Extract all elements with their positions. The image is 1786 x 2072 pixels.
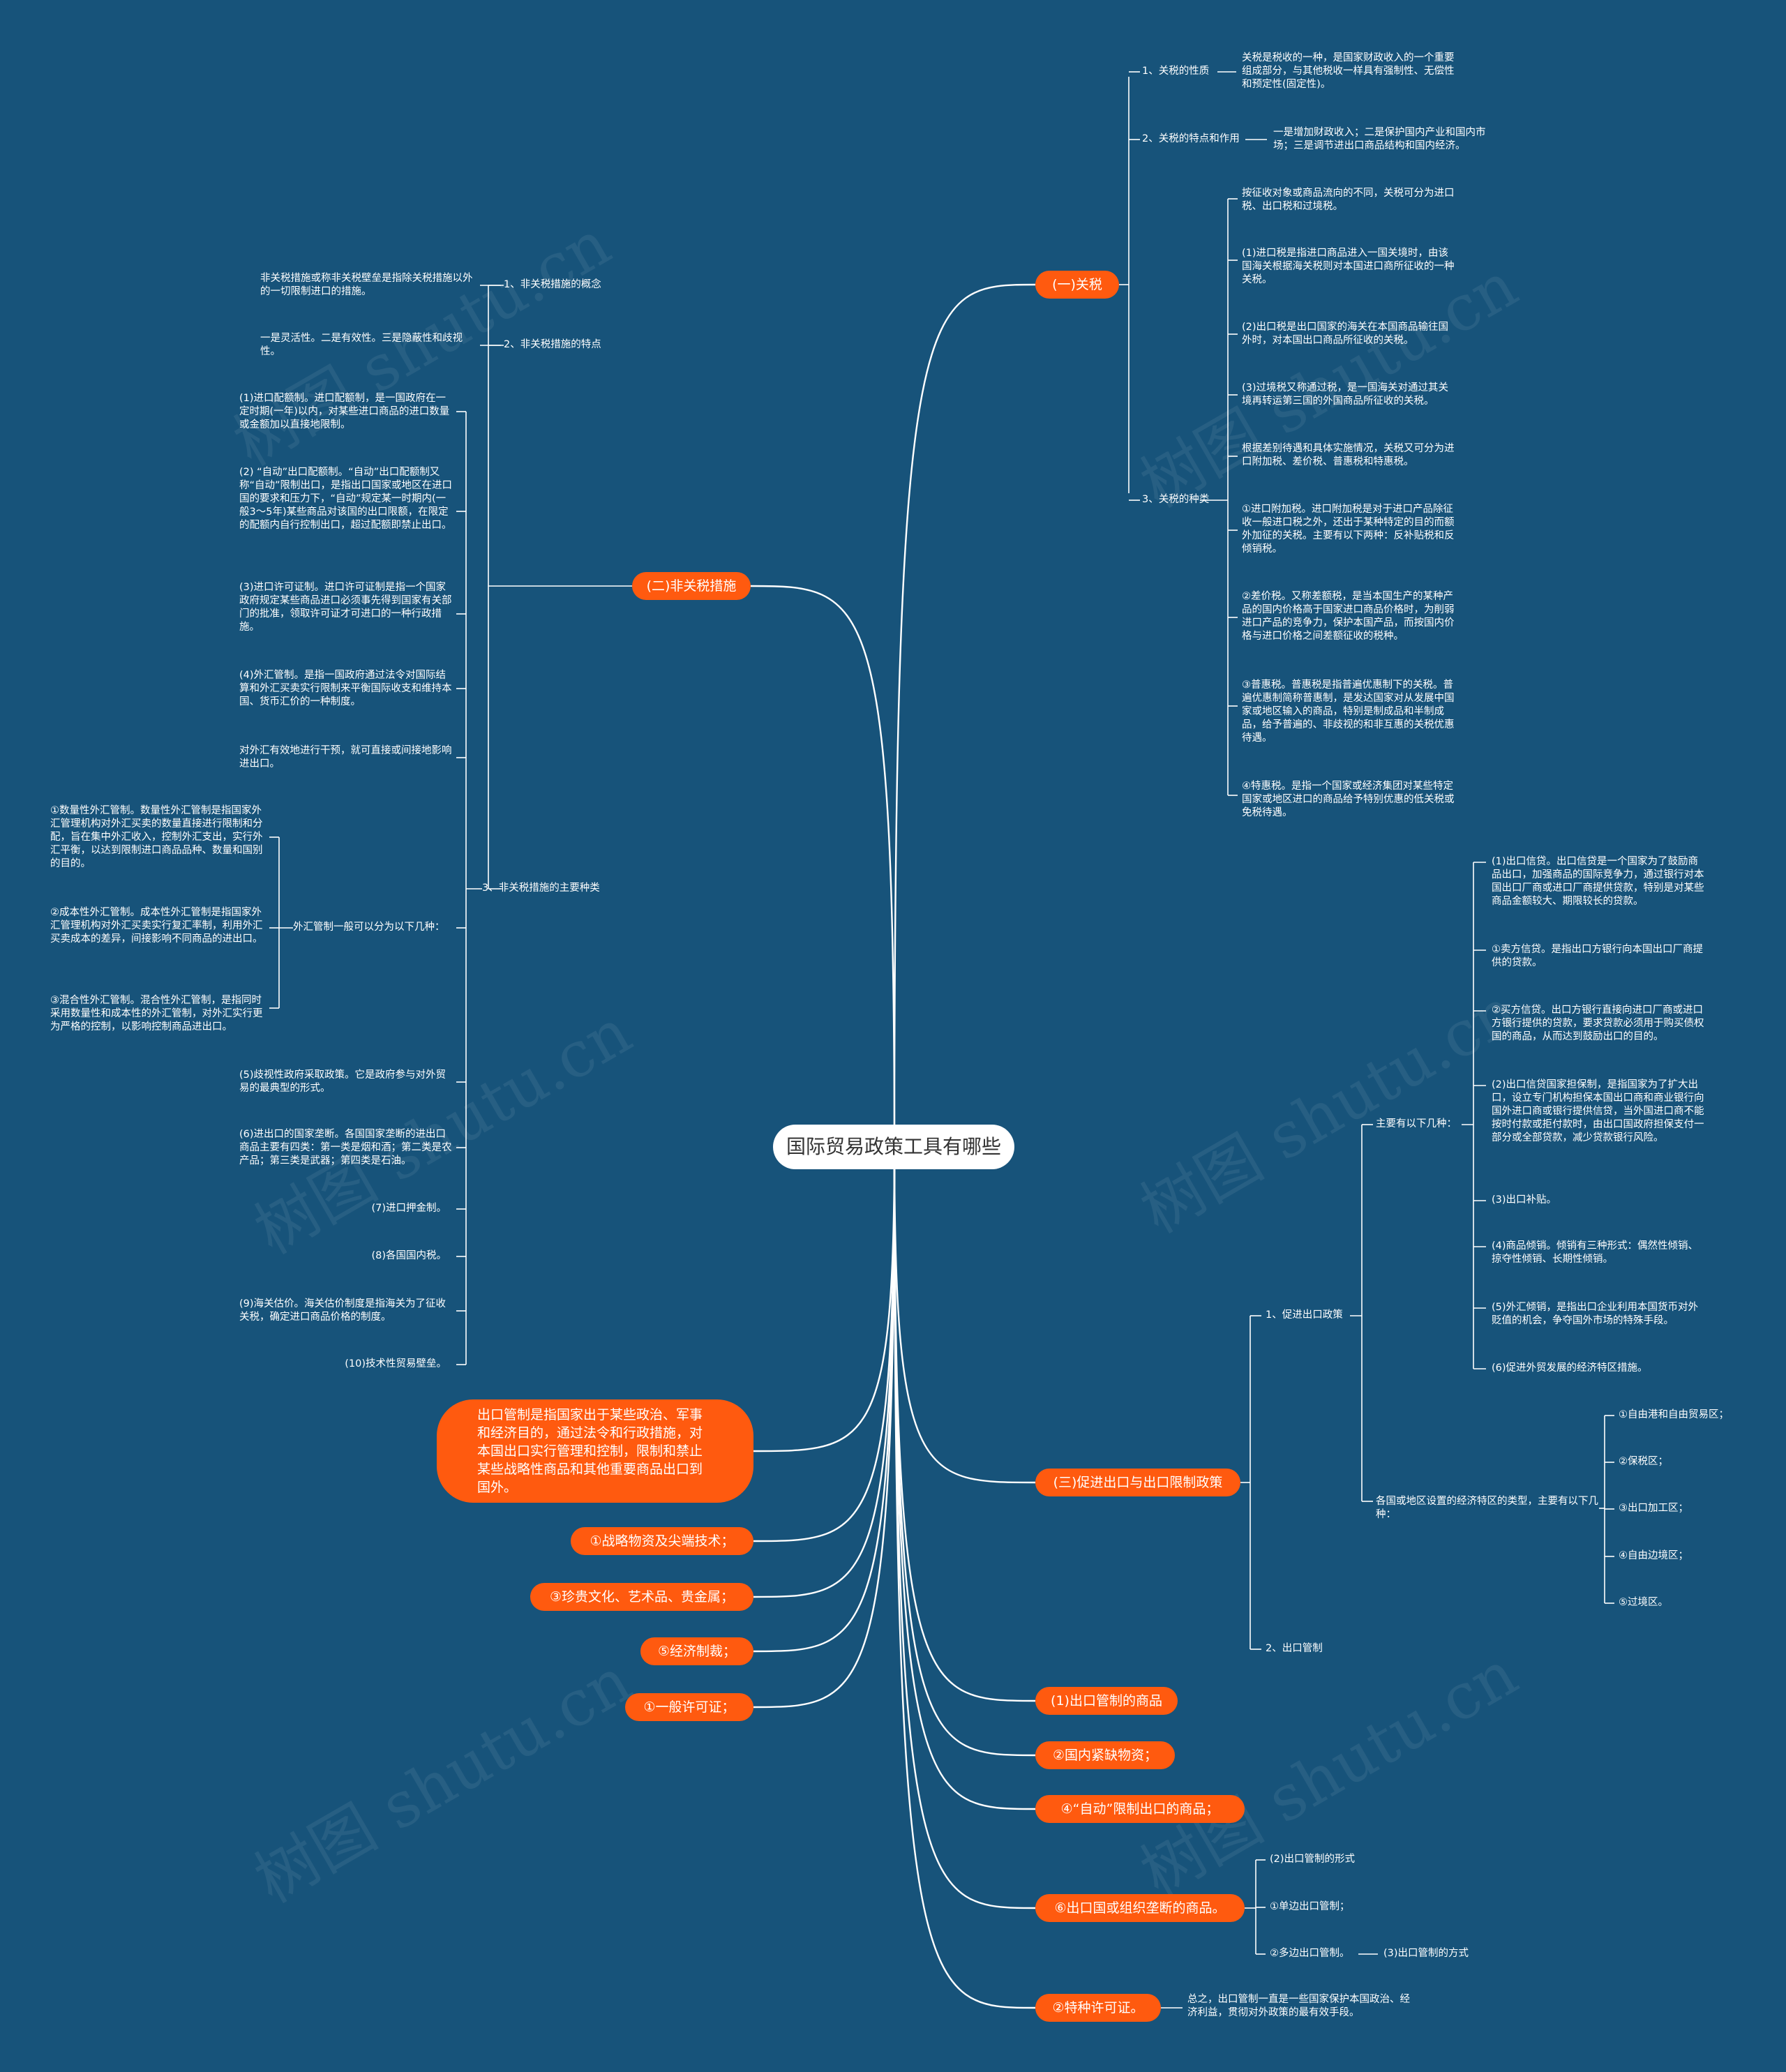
forex-item: ③混合性外汇管制。混合性外汇管制，是指同时采用数量性和成本性的外汇管制，对外汇实…	[50, 995, 263, 1033]
connector-line	[893, 1146, 1036, 1909]
connector-line	[893, 1146, 1036, 1757]
nontariff-type-item: (7)进口押金制。	[371, 1203, 446, 1214]
root-topic[interactable]: 国际贸易政策工具有哪些	[773, 1125, 1014, 1169]
nontariff-type-item: (4)外汇管制。是指一国政府通过法令对国际结算和外汇买卖实行限制来平衡国际收支和…	[239, 670, 452, 707]
export-promo-label[interactable]: 1、促进出口政策	[1266, 1309, 1343, 1321]
connector-line	[753, 1146, 896, 1598]
connector-line	[753, 1146, 896, 1709]
tariff-role-text: 一是增加财政收入；二是保护国内产业和国内市场；三是调节进出口商品结构和国内经济。	[1273, 127, 1486, 151]
special-summary: 总之，出口管制一直是一些国家保护本国政治、经济利益，贯彻对外政策的最有效手段。	[1187, 1994, 1410, 2018]
tariff-type-item: (3)过境税又称通过税，是一国海关对通过其关境再转运第三国的外国商品所征收的关税…	[1242, 382, 1449, 407]
export-control-label[interactable]: 2、出口管制	[1266, 1643, 1323, 1654]
connector-line	[893, 1146, 1036, 1484]
tariff-type-item: 根据差别待遇和具体实施情况，关税又可分为进口附加税、差价税、普惠税和特惠税。	[1242, 443, 1455, 467]
nontariff-type-item: (9)海关估价。海关估价制度是指海关为了征收关税，确定进口商品价格的制度。	[239, 1298, 446, 1323]
forex-item: ②成本性外汇管制。成本性外汇管制是指国家外汇管理机构对外汇买卖实行复汇率制，利用…	[50, 907, 263, 945]
monopoly-child: ②多边出口管制。	[1270, 1948, 1350, 1959]
tariff-type-item: ③普惠税。普惠税是指普遍优惠制下的关税。普遍优惠制简称普惠制，是发达国家对从发展…	[1242, 680, 1455, 744]
nontariff-types-label[interactable]: 3、非关税措施的主要种类	[482, 883, 600, 894]
export-promo-item: ①卖方信贷。是指出口方银行向本国出口厂商提供的贷款。	[1492, 944, 1703, 968]
zone-item: ③出口加工区；	[1619, 1503, 1688, 1514]
nontariff-concept-label[interactable]: 1、非关税措施的概念	[504, 279, 601, 290]
right-item-pill[interactable]: ④“自动”限制出口的商品；	[1035, 1795, 1245, 1823]
nontariff-type-item: (10)技术性贸易壁垒。	[345, 1358, 446, 1369]
right-item-pill[interactable]: ⑥出口国或组织垄断的商品。	[1035, 1894, 1245, 1922]
nontariff-type-item: (3)进口许可证制。进口许可证制是指一个国家政府规定某些商品进口必须事先得到国家…	[239, 582, 452, 633]
right-item-pill[interactable]: ②国内紧缺物资；	[1035, 1741, 1175, 1769]
connector-line	[893, 1146, 1036, 1810]
left-item-pill[interactable]: ①一般许可证；	[625, 1693, 753, 1721]
tariff-role-label[interactable]: 2、关税的特点和作用	[1142, 133, 1240, 144]
nontariff-type-item: (6)进出口的国家垄断。各国国家垄断的进出口商品主要有四类：第一类是烟和酒；第二…	[239, 1129, 452, 1166]
tariff-type-item: ④特惠税。是指一个国家或经济集团对某些特定国家或地区进口的商品给予特别优惠的低关…	[1242, 781, 1455, 818]
export-promo-item: (1)出口信贷。出口信贷是一个国家为了鼓励商品出口，加强商品的国际竞争力，通过银…	[1492, 856, 1704, 907]
connector-line	[753, 1146, 896, 1542]
tariff-type-item: ①进口附加税。进口附加税是对于进口产品除征收一般进口税之外，还出于某种特定的目的…	[1242, 504, 1455, 555]
tariff-type-item: 按征收对象或商品流向的不同，关税可分为进口税、出口税和过境税。	[1242, 188, 1455, 212]
left-item-pill[interactable]: ①战略物资及尖端技术；	[571, 1527, 753, 1555]
nontariff-node[interactable]: (二)非关税措施	[632, 572, 751, 600]
nontariff-type-item: (5)歧视性政府采取政策。它是政府参与对外贸易的最典型的形式。	[239, 1069, 446, 1094]
tariff-types-label[interactable]: 3、关税的种类	[1142, 494, 1210, 505]
connector-line	[893, 1146, 1036, 2009]
right-item-pill[interactable]: ②特种许可证。	[1035, 1994, 1161, 2022]
nontariff-type-item: (8)各国国内税。	[371, 1250, 446, 1261]
zone-item: ④自由边境区；	[1619, 1550, 1688, 1561]
nontariff-concept-text: 非关税措施或称非关税壁垒是指除关税措施以外的一切限制进口的措施。	[260, 273, 473, 297]
forex-label[interactable]: 外汇管制一般可以分为以下几种：	[293, 922, 445, 933]
zone-item: ②保税区；	[1619, 1456, 1668, 1467]
left-item-pill[interactable]: ③珍贵文化、艺术品、贵金属；	[530, 1583, 753, 1611]
monopoly-child: (2)出口管制的形式	[1270, 1854, 1356, 1865]
export-promo-item: (2)出口信贷国家担保制，是指国家为了扩大出口，设立专门机构担保本国出口商和商业…	[1492, 1079, 1704, 1143]
zones-label[interactable]: 各国或地区设置的经济特区的类型，主要有以下几种：	[1376, 1496, 1598, 1520]
export-promo-main-label[interactable]: 主要有以下几种：	[1376, 1118, 1457, 1129]
export-promo-item: ②买方信贷。出口方银行直接向进口厂商或进口方银行提供的贷款，要求贷款必须用于购买…	[1492, 1005, 1704, 1042]
nontariff-feature-text: 一是灵活性。二是有效性。三是隐蔽性和歧视性。	[260, 333, 463, 357]
export-control-definition[interactable]: 出口管制是指国家出于某些政治、军事和经济目的，通过法令和行政措施，对本国出口实行…	[437, 1399, 753, 1503]
tariff-nature-text: 关税是税收的一种，是国家财政收入的一个重要组成部分，与其他税收一样具有强制性、无…	[1242, 52, 1455, 90]
export-promo-item: (3)出口补贴。	[1492, 1194, 1557, 1206]
connector-line	[893, 283, 1036, 1148]
monopoly-method: (3)出口管制的方式	[1383, 1948, 1469, 1959]
nontariff-type-item: 对外汇有效地进行干预，就可直接或间接地影响进出口。	[239, 745, 452, 770]
monopoly-child: ①单边出口管制；	[1270, 1901, 1350, 1912]
nontariff-type-item: (1)进口配额制。进口配额制，是一国政府在一定时期(一年)以内，对某些进口商品的…	[239, 393, 450, 430]
promote-node[interactable]: (三)促进出口与出口限制政策	[1035, 1469, 1240, 1496]
forex-item: ①数量性外汇管制。数量性外汇管制是指国家外汇管理机构对外汇买卖的数量直接进行限制…	[50, 805, 263, 869]
zone-item: ①自由港和自由贸易区；	[1619, 1409, 1729, 1420]
export-promo-item: (5)外汇倾销，是指出口企业利用本国货币对外贬值的机会，争夺国外市场的特殊手段。	[1492, 1302, 1699, 1326]
tariff-type-item: (1)进口税是指进口商品进入一国关境时，由该国海关根据海关税则对本国进口商所征收…	[1242, 248, 1455, 285]
right-item-pill[interactable]: (1)出口管制的商品	[1035, 1687, 1178, 1715]
nontariff-type-item: (2) “自动”出口配额制。“自动”出口配额制又称“自动”限制出口，是指出口国家…	[239, 467, 453, 531]
zone-item: ⑤过境区。	[1619, 1597, 1668, 1608]
tariff-type-item: (2)出口税是出口国家的海关在本国商品输往国外时，对本国出口商品所征收的关税。	[1242, 322, 1449, 346]
tariff-node[interactable]: (一)关税	[1035, 271, 1119, 299]
left-item-pill[interactable]: ⑤经济制裁；	[640, 1637, 753, 1665]
connector-line	[750, 585, 896, 1148]
export-promo-item: (6)促进外贸发展的经济特区措施。	[1492, 1362, 1648, 1374]
tariff-nature-label[interactable]: 1、关税的性质	[1142, 66, 1210, 77]
export-promo-item: (4)商品倾销。倾销有三种形式：偶然性倾销、掠夺性倾销、长期性倾销。	[1492, 1240, 1699, 1265]
nontariff-feature-label[interactable]: 2、非关税措施的特点	[504, 339, 601, 350]
connector-line	[753, 1146, 896, 1452]
tariff-type-item: ②差价税。又称差额税，是当本国生产的某种产品的国内价格高于国家进口商品价格时，为…	[1242, 591, 1455, 642]
